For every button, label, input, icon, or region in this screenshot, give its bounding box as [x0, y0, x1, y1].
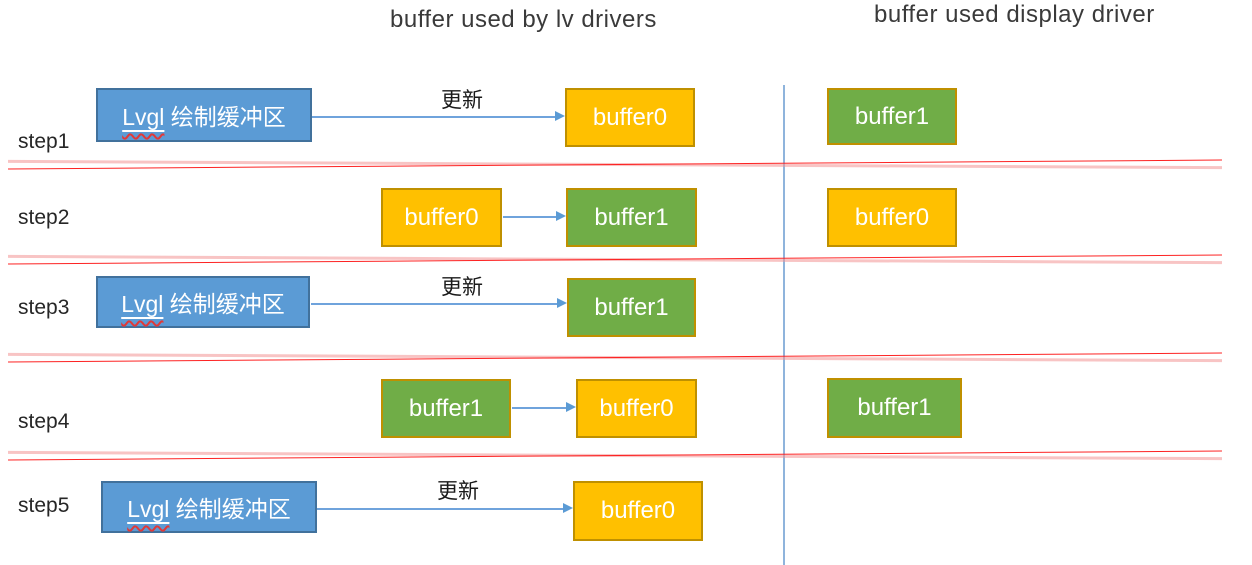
arrow-line	[512, 407, 569, 409]
lv-target-buffer-box: buffer1	[567, 278, 696, 337]
lvgl-word: Lvgl	[121, 291, 164, 317]
step-label: step3	[18, 296, 70, 319]
step-label: step2	[18, 206, 70, 229]
arrowhead-icon	[555, 111, 565, 121]
lvgl-suffix: 绘制缓冲区	[164, 104, 286, 130]
lvgl-word: Lvgl	[127, 496, 170, 522]
column-title-display-driver: buffer used display driver	[874, 1, 1155, 28]
step-label: step1	[18, 130, 70, 153]
lv-target-buffer-box: buffer0	[565, 88, 695, 147]
lvgl-suffix: 绘制缓冲区	[163, 291, 285, 317]
spellcheck-underline: Lvgl	[121, 291, 163, 317]
arrowhead-icon	[563, 503, 573, 513]
update-label: 更新	[441, 276, 483, 299]
arrow-line	[317, 508, 566, 510]
arrow-line	[312, 116, 558, 118]
spellcheck-underline: Lvgl	[127, 496, 169, 522]
lv-source-buffer-box: buffer1	[381, 379, 511, 438]
lvgl-draw-buffer-box: Lvgl 绘制缓冲区	[101, 481, 317, 533]
lvgl-text: Lvgl 绘制缓冲区	[127, 490, 291, 524]
lvgl-draw-buffer-box: Lvgl 绘制缓冲区	[96, 276, 310, 328]
lvgl-draw-buffer-box: Lvgl 绘制缓冲区	[96, 88, 312, 142]
update-label: 更新	[437, 480, 479, 503]
lvgl-suffix: 绘制缓冲区	[169, 496, 291, 522]
arrowhead-icon	[566, 402, 576, 412]
display-buffer-box: buffer0	[827, 188, 957, 247]
step-label: step4	[18, 410, 70, 433]
lv-target-buffer-box: buffer1	[566, 188, 697, 247]
spellcheck-underline: Lvgl	[122, 104, 164, 130]
display-buffer-box: buffer1	[827, 88, 957, 145]
lv-target-buffer-box: buffer0	[573, 481, 703, 541]
step-label: step5	[18, 494, 70, 517]
update-label: 更新	[441, 89, 483, 112]
arrow-line	[503, 216, 559, 218]
column-title-lv-drivers: buffer used by lv drivers	[390, 6, 657, 33]
arrowhead-icon	[557, 298, 567, 308]
lv-target-buffer-box: buffer0	[576, 379, 697, 438]
lv-source-buffer-box: buffer0	[381, 188, 502, 247]
display-buffer-box: buffer1	[827, 378, 962, 438]
column-separator-line	[783, 85, 785, 565]
lvgl-text: Lvgl 绘制缓冲区	[121, 285, 285, 319]
arrow-line	[311, 303, 560, 305]
lvgl-word: Lvgl	[122, 104, 165, 130]
lvgl-text: Lvgl 绘制缓冲区	[122, 98, 286, 132]
arrowhead-icon	[556, 211, 566, 221]
